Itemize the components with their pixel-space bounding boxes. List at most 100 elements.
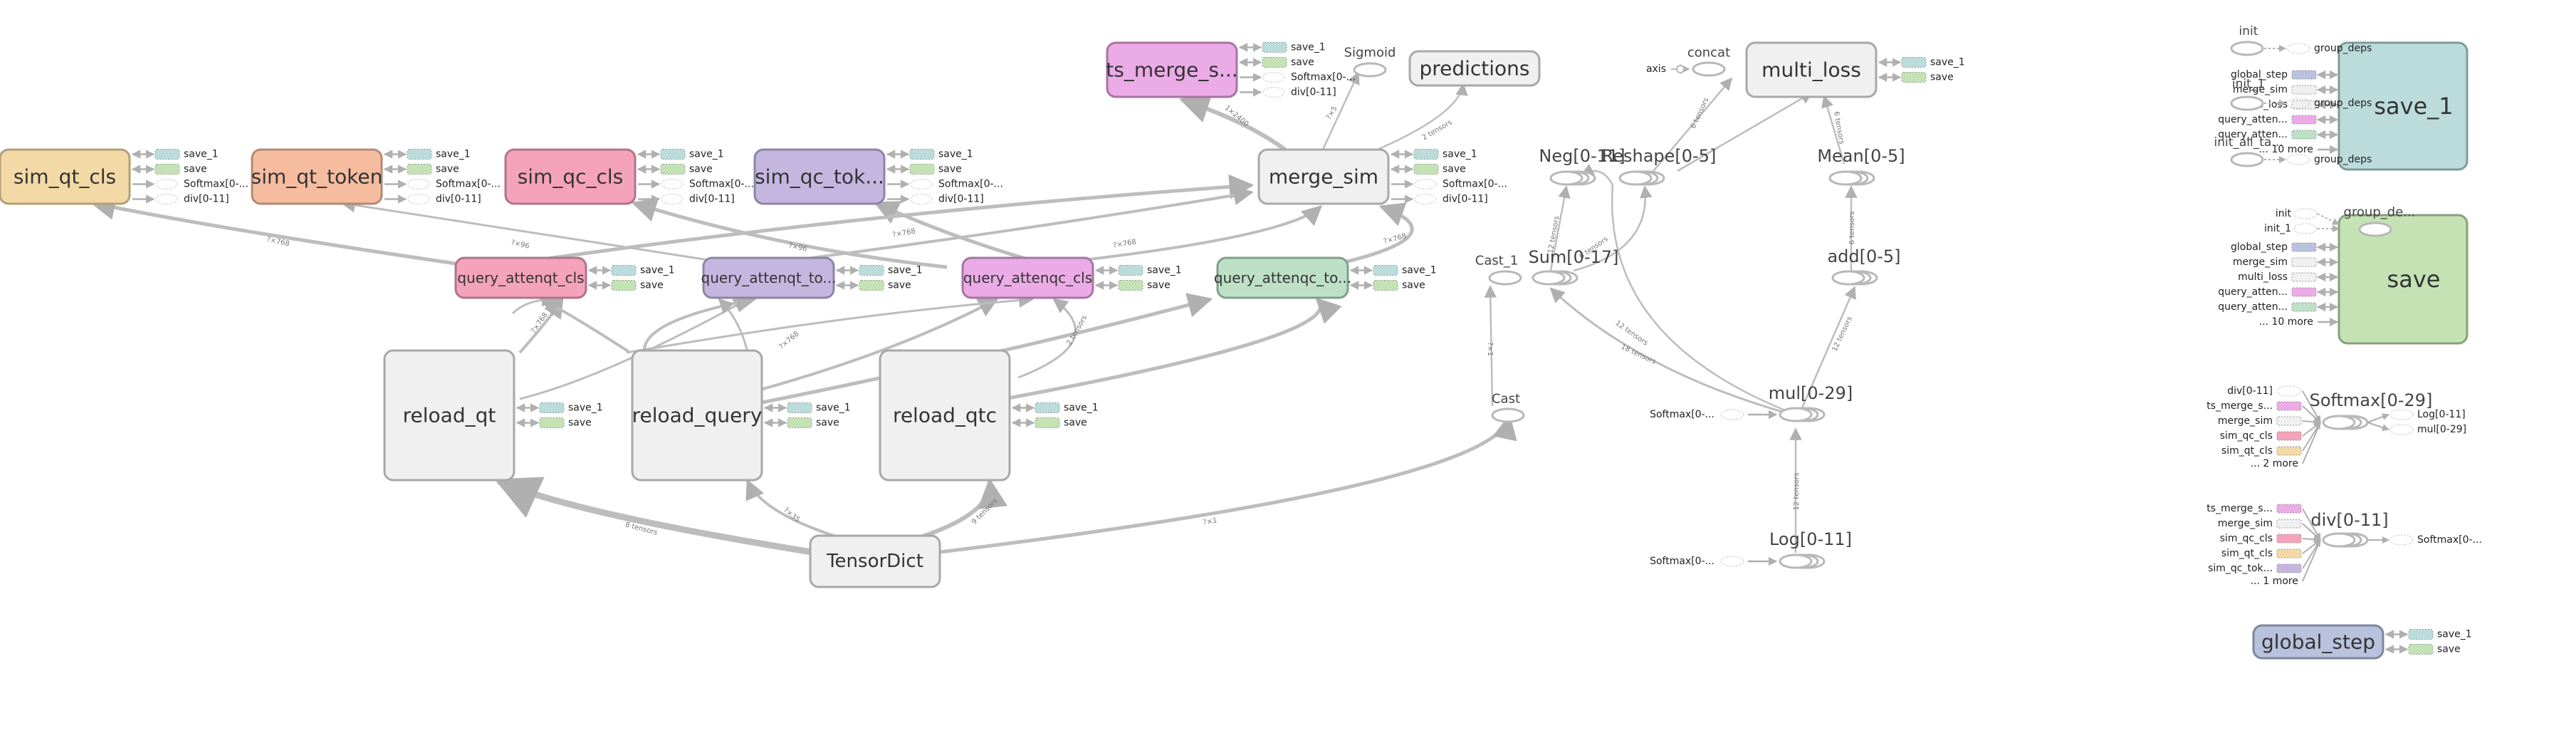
save-input-5[interactable]: query_atten...	[2218, 129, 2339, 140]
fan-input-3[interactable]: merge_sim	[2218, 415, 2321, 427]
fan-input-3[interactable]: sim_qc_cls	[2220, 533, 2321, 544]
op-mean[interactable]: Mean[0-5]	[1817, 146, 1905, 186]
aux-connector-save[interactable]: save	[1390, 164, 1466, 175]
aux-connector-div[interactable]: div[0-11]	[638, 194, 735, 205]
op-neg[interactable]: Neg[0-11]	[1539, 146, 1625, 186]
softmax-ref-mul[interactable]: Softmax[0-...	[1650, 409, 1778, 420]
save-input-1[interactable]: global_step	[2231, 241, 2339, 253]
aux-connector-save_1[interactable]: save_1	[637, 149, 724, 160]
aux-connector-div[interactable]: div[0-11]	[1391, 194, 1488, 205]
node-sim-qc-cls[interactable]: sim_qc_cls	[504, 148, 637, 205]
op-sum[interactable]: Sum[0-17]	[1528, 247, 1619, 286]
node-global-step[interactable]: global_step	[2252, 624, 2384, 660]
aux-connector-save[interactable]: save	[383, 164, 459, 175]
node-reload-qtc[interactable]: reload_qtc	[879, 349, 1011, 482]
fan-output-1[interactable]: Log[0-11]	[2367, 409, 2466, 423]
node-sim-qt-token[interactable]: sim_qt_token	[251, 148, 383, 205]
aux-connector-save_1[interactable]: save_1	[763, 402, 851, 414]
aux-connector-save[interactable]: save	[763, 417, 839, 429]
node-tensordict[interactable]: TensorDict	[809, 534, 941, 588]
aux-connector-div[interactable]: div[0-11]	[887, 194, 984, 205]
aux-connector-save[interactable]: save	[1349, 280, 1425, 291]
aux-connector-save_1[interactable]: save_1	[515, 402, 603, 414]
aux-connector-softmax[interactable]: Softmax[0-...	[384, 179, 501, 190]
more-inputs[interactable]: ... 10 more	[2259, 144, 2339, 155]
node-multi-loss[interactable]: multi_loss	[1745, 41, 1878, 98]
aux-connector-save[interactable]: save	[886, 164, 962, 175]
aux-connector-softmax[interactable]: Softmax[0-...	[887, 179, 1003, 190]
node-predictions[interactable]: predictions	[1408, 50, 1541, 87]
aux-connector-save[interactable]: save	[835, 280, 911, 291]
aux-connector-save[interactable]: save	[637, 164, 713, 175]
aux-connector-save[interactable]: save	[1878, 72, 1954, 83]
save-input-4[interactable]: query_atten...	[2218, 286, 2339, 298]
aux-connector-save_1[interactable]: save_1	[1349, 265, 1437, 276]
aux-connector-softmax[interactable]: Softmax[0-...	[1240, 72, 1356, 83]
aux-connector-softmax[interactable]: Softmax[0-...	[132, 179, 248, 190]
group-deps-op[interactable]: group_de...	[2344, 205, 2416, 237]
aux-connector-div[interactable]: div[0-11]	[1240, 87, 1336, 98]
softmax-ref-log[interactable]: Softmax[0-...	[1650, 556, 1778, 567]
init-ref-2[interactable]: init_1	[2264, 223, 2340, 234]
aux-connector-save_1[interactable]: save_1	[2384, 629, 2472, 640]
op-sigmoid[interactable]: Sigmoid	[1344, 46, 1396, 78]
aux-connector-save_1[interactable]: save_1	[835, 265, 923, 276]
fan-output-1[interactable]: Softmax[0-...	[2367, 534, 2482, 546]
aux-connector-save_1[interactable]: save_1	[1011, 402, 1099, 414]
node-save-1[interactable]: save_1global_stepmerge_simmulti_lossquer…	[2218, 41, 2468, 171]
node-query-attenqt-token[interactable]: query_attenqt_to...	[701, 256, 837, 299]
op-cast-1[interactable]: Cast_1	[1475, 254, 1522, 286]
node-reload-query[interactable]: reload_query	[631, 349, 763, 482]
aux-connector-save_1[interactable]: save_1	[1238, 42, 1326, 53]
init-ref-1[interactable]: init	[2276, 208, 2340, 225]
op-reshape[interactable]: Reshape[0-5]	[1602, 146, 1717, 186]
aux-connector-div[interactable]: div[0-11]	[132, 194, 229, 205]
fan-output-2[interactable]: mul[0-29]	[2367, 422, 2466, 435]
more-inputs[interactable]: ... 10 more	[2259, 316, 2339, 328]
op-softmax-panel[interactable]: div[0-11]ts_merge_s...merge_simsim_qc_cl…	[2206, 385, 2466, 469]
more-inputs[interactable]: ... 1 more	[2251, 539, 2321, 587]
op-log[interactable]: Log[0-11]	[1769, 529, 1852, 569]
aux-connector-save_1[interactable]: save_1	[131, 149, 219, 160]
save-input-1[interactable]: global_step	[2231, 69, 2339, 80]
aux-connector-save_1[interactable]: save_1	[1390, 149, 1477, 160]
save-input-2[interactable]: merge_sim	[2233, 84, 2339, 95]
aux-connector-div[interactable]: div[0-11]	[384, 194, 481, 205]
op-cast[interactable]: Cast	[1491, 392, 1525, 423]
node-query-attenqt-cls[interactable]: query_attenqt_cls	[454, 256, 587, 299]
op-div-panel[interactable]: ts_merge_s...merge_simsim_qc_clssim_qt_c…	[2206, 503, 2482, 587]
save-input-2[interactable]: merge_sim	[2233, 256, 2339, 268]
aux-connector-save[interactable]: save	[515, 417, 592, 429]
aux-connector-save[interactable]: save	[131, 164, 207, 175]
node-query-attenqc-cls[interactable]: query_attenqc_cls	[961, 256, 1094, 299]
aux-connector-save[interactable]: save	[587, 280, 664, 291]
more-inputs[interactable]: ... 2 more	[2251, 422, 2321, 469]
save-input-4[interactable]: query_atten...	[2218, 114, 2339, 125]
save-input-3[interactable]: multi_loss	[2238, 271, 2339, 283]
node-sim-qt-cls[interactable]: sim_qt_cls	[0, 148, 131, 205]
op-concat[interactable]: concat	[1687, 46, 1730, 77]
node-query-attenqc-token[interactable]: query_attenqc_to...	[1214, 256, 1351, 299]
node-ts-merge-sim[interactable]: ts_merge_s...	[1106, 41, 1238, 98]
aux-connector-save_1[interactable]: save_1	[1878, 57, 1965, 68]
op-add[interactable]: add[0-5]	[1827, 246, 1901, 286]
aux-connector-save_1[interactable]: save_1	[1094, 265, 1182, 276]
aux-connector-save[interactable]: save	[1011, 417, 1087, 429]
node-sim-qc-token[interactable]: sim_qc_tok...	[753, 148, 886, 205]
aux-connector-save_1[interactable]: save_1	[383, 149, 471, 160]
aux-connector-save[interactable]: save	[2384, 644, 2461, 655]
fan-input-5[interactable]: sim_qc_tok...	[2208, 539, 2321, 574]
fan-input-4[interactable]: sim_qc_cls	[2220, 422, 2321, 442]
node-reload-qt[interactable]: reload_qt	[383, 349, 515, 482]
op-mul[interactable]: mul[0-29]	[1769, 383, 1853, 422]
node-save[interactable]: saveglobal_stepmerge_simmulti_lossquery_…	[2218, 214, 2468, 345]
init-op-3[interactable]: init_all_ta...group_deps	[2214, 135, 2372, 167]
aux-connector-save[interactable]: save	[1094, 280, 1171, 291]
aux-connector-save[interactable]: save	[1238, 57, 1314, 68]
aux-connector-save_1[interactable]: save_1	[886, 149, 973, 160]
aux-connector-softmax[interactable]: Softmax[0-...	[1391, 179, 1507, 190]
aux-connector-save_1[interactable]: save_1	[587, 265, 675, 276]
